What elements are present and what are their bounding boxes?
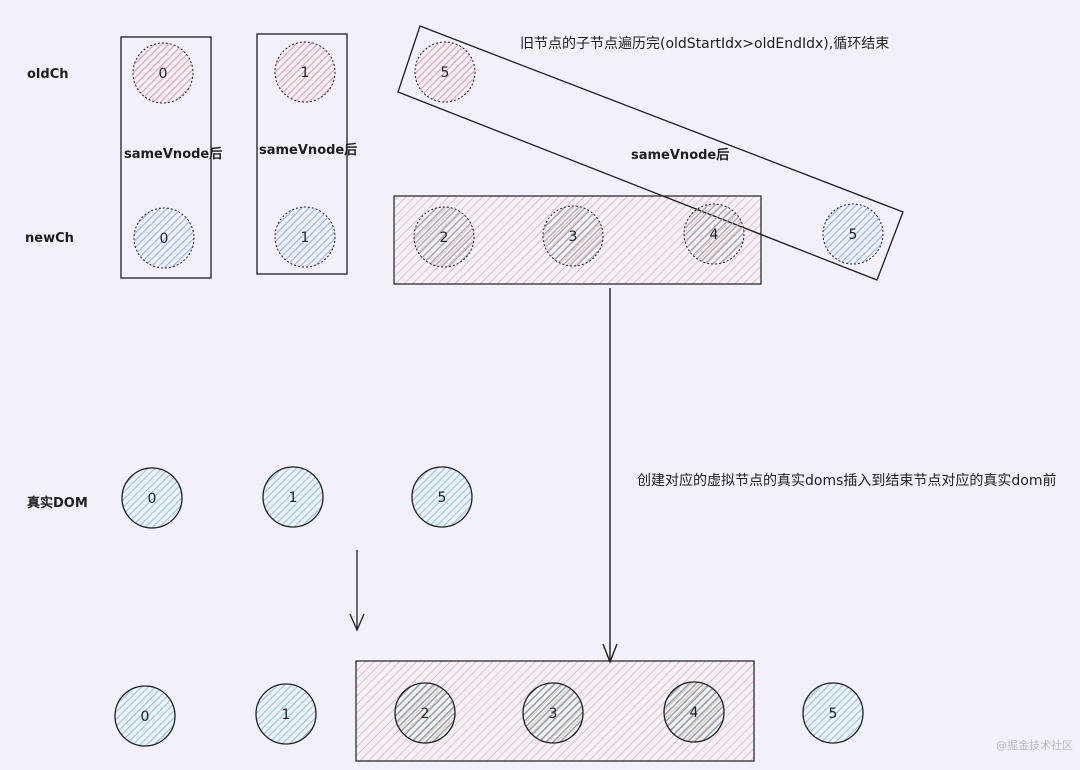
old-new-pair-box-0 [120, 36, 212, 279]
old-new-pair-box-1 [256, 33, 348, 275]
svg-text:1: 1 [301, 230, 310, 246]
svg-text:3: 3 [549, 706, 558, 722]
svg-text:4: 4 [710, 227, 719, 243]
svg-text:5: 5 [829, 706, 838, 722]
result-dom-node-2: 2 [394, 682, 456, 744]
new-node-1: 1 [274, 206, 336, 268]
oldch-label: oldCh [27, 67, 69, 82]
real-dom-label: 真实DOM [27, 496, 88, 511]
real-dom-node-0: 0 [121, 467, 183, 529]
svg-text:5: 5 [441, 65, 450, 81]
svg-text:1: 1 [301, 65, 310, 81]
down-arrow-insert [602, 288, 618, 664]
result-dom-node-4: 4 [663, 681, 725, 743]
down-arrow-small [349, 550, 365, 632]
note-old-traversal-done: 旧节点的子节点遍历完(oldStartIdx>oldEndIdx),循环结束 [520, 36, 890, 52]
same-vnode-label-5: sameVnode后 [631, 148, 730, 163]
svg-text:5: 5 [438, 490, 447, 506]
note-create-and-insert: 创建对应的虚拟节点的真实doms插入到结束节点对应的真实dom前 [637, 473, 1057, 489]
svg-text:4: 4 [690, 705, 699, 721]
svg-text:0: 0 [141, 709, 150, 725]
new-node-4: 4 [683, 203, 745, 265]
new-node-3: 3 [542, 205, 604, 267]
svg-text:2: 2 [421, 706, 430, 722]
real-dom-node-5: 5 [411, 466, 473, 528]
newch-label: newCh [25, 231, 74, 246]
same-vnode-label-1: sameVnode后 [259, 143, 358, 158]
old-node-5: 5 [414, 41, 476, 103]
new-node-5: 5 [822, 203, 884, 265]
svg-text:1: 1 [282, 707, 291, 723]
result-dom-node-5: 5 [802, 682, 864, 744]
old-node-0: 0 [132, 42, 194, 104]
new-node-0: 0 [133, 207, 195, 269]
svg-text:1: 1 [289, 490, 298, 506]
svg-text:0: 0 [159, 66, 168, 82]
svg-text:5: 5 [849, 227, 858, 243]
new-node-2: 2 [413, 206, 475, 268]
result-dom-node-3: 3 [522, 682, 584, 744]
svg-text:0: 0 [160, 231, 169, 247]
old-node-1: 1 [274, 41, 336, 103]
real-dom-node-1: 1 [262, 466, 324, 528]
old-new-5-link-box [397, 25, 904, 281]
svg-text:2: 2 [440, 230, 449, 246]
result-dom-node-1: 1 [255, 683, 317, 745]
result-dom-node-0: 0 [114, 685, 176, 747]
same-vnode-label-0: sameVnode后 [124, 147, 223, 162]
svg-text:0: 0 [148, 491, 157, 507]
svg-text:3: 3 [569, 229, 578, 245]
watermark: @掘金技术社区 [996, 739, 1073, 752]
